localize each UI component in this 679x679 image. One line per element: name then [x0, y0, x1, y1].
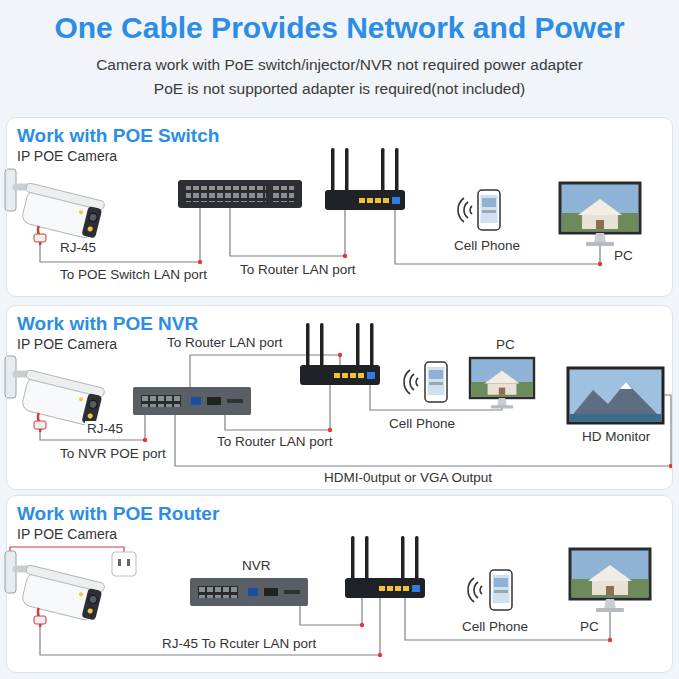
panel-heading: Work with POE Switch	[17, 125, 219, 147]
setup-panel: Work with POE NVRIP POE Camera	[6, 305, 673, 490]
device-label: To NVR POE port	[58, 446, 168, 462]
panel-heading: Work with POE Router	[17, 503, 219, 525]
device-label: To Router LAN port	[215, 434, 335, 450]
device-label: PC	[578, 619, 601, 635]
setup-panel: Work with POE RouterIP POE Camera	[6, 495, 673, 673]
device-caption: IP POE Camera	[17, 525, 662, 543]
device-label: HDMI-0utput or VGA Output	[322, 470, 494, 486]
panel-heading: Work with POE NVR	[17, 313, 198, 335]
device-label: PC	[494, 337, 517, 353]
device-label: Cell Phone	[387, 416, 457, 432]
device-label: Cell Phone	[460, 619, 530, 635]
subtitle-note: PoE is not supported adapter is required…	[152, 79, 527, 99]
device-label: HD Monitor	[580, 429, 652, 445]
device-label: PC	[612, 248, 635, 264]
device-label: To POE Switch LAN port	[58, 267, 209, 283]
device-caption: IP POE Camera	[17, 335, 662, 353]
page-title: One Cable Provides Network and Power	[0, 10, 679, 46]
subtitle-note: Camera work with PoE switch/injector/NVR…	[94, 55, 585, 75]
device-label: To Router LAN port	[238, 262, 358, 278]
device-label: RJ-45 To Rcuter LAN port	[160, 636, 318, 652]
device-label: RJ-45	[85, 421, 125, 437]
device-label: RJ-45	[58, 240, 98, 256]
device-caption: IP POE Camera	[17, 147, 662, 165]
device-label: To Router LAN port	[165, 335, 285, 351]
device-label: NVR	[240, 558, 273, 574]
device-label: Cell Phone	[452, 238, 522, 254]
